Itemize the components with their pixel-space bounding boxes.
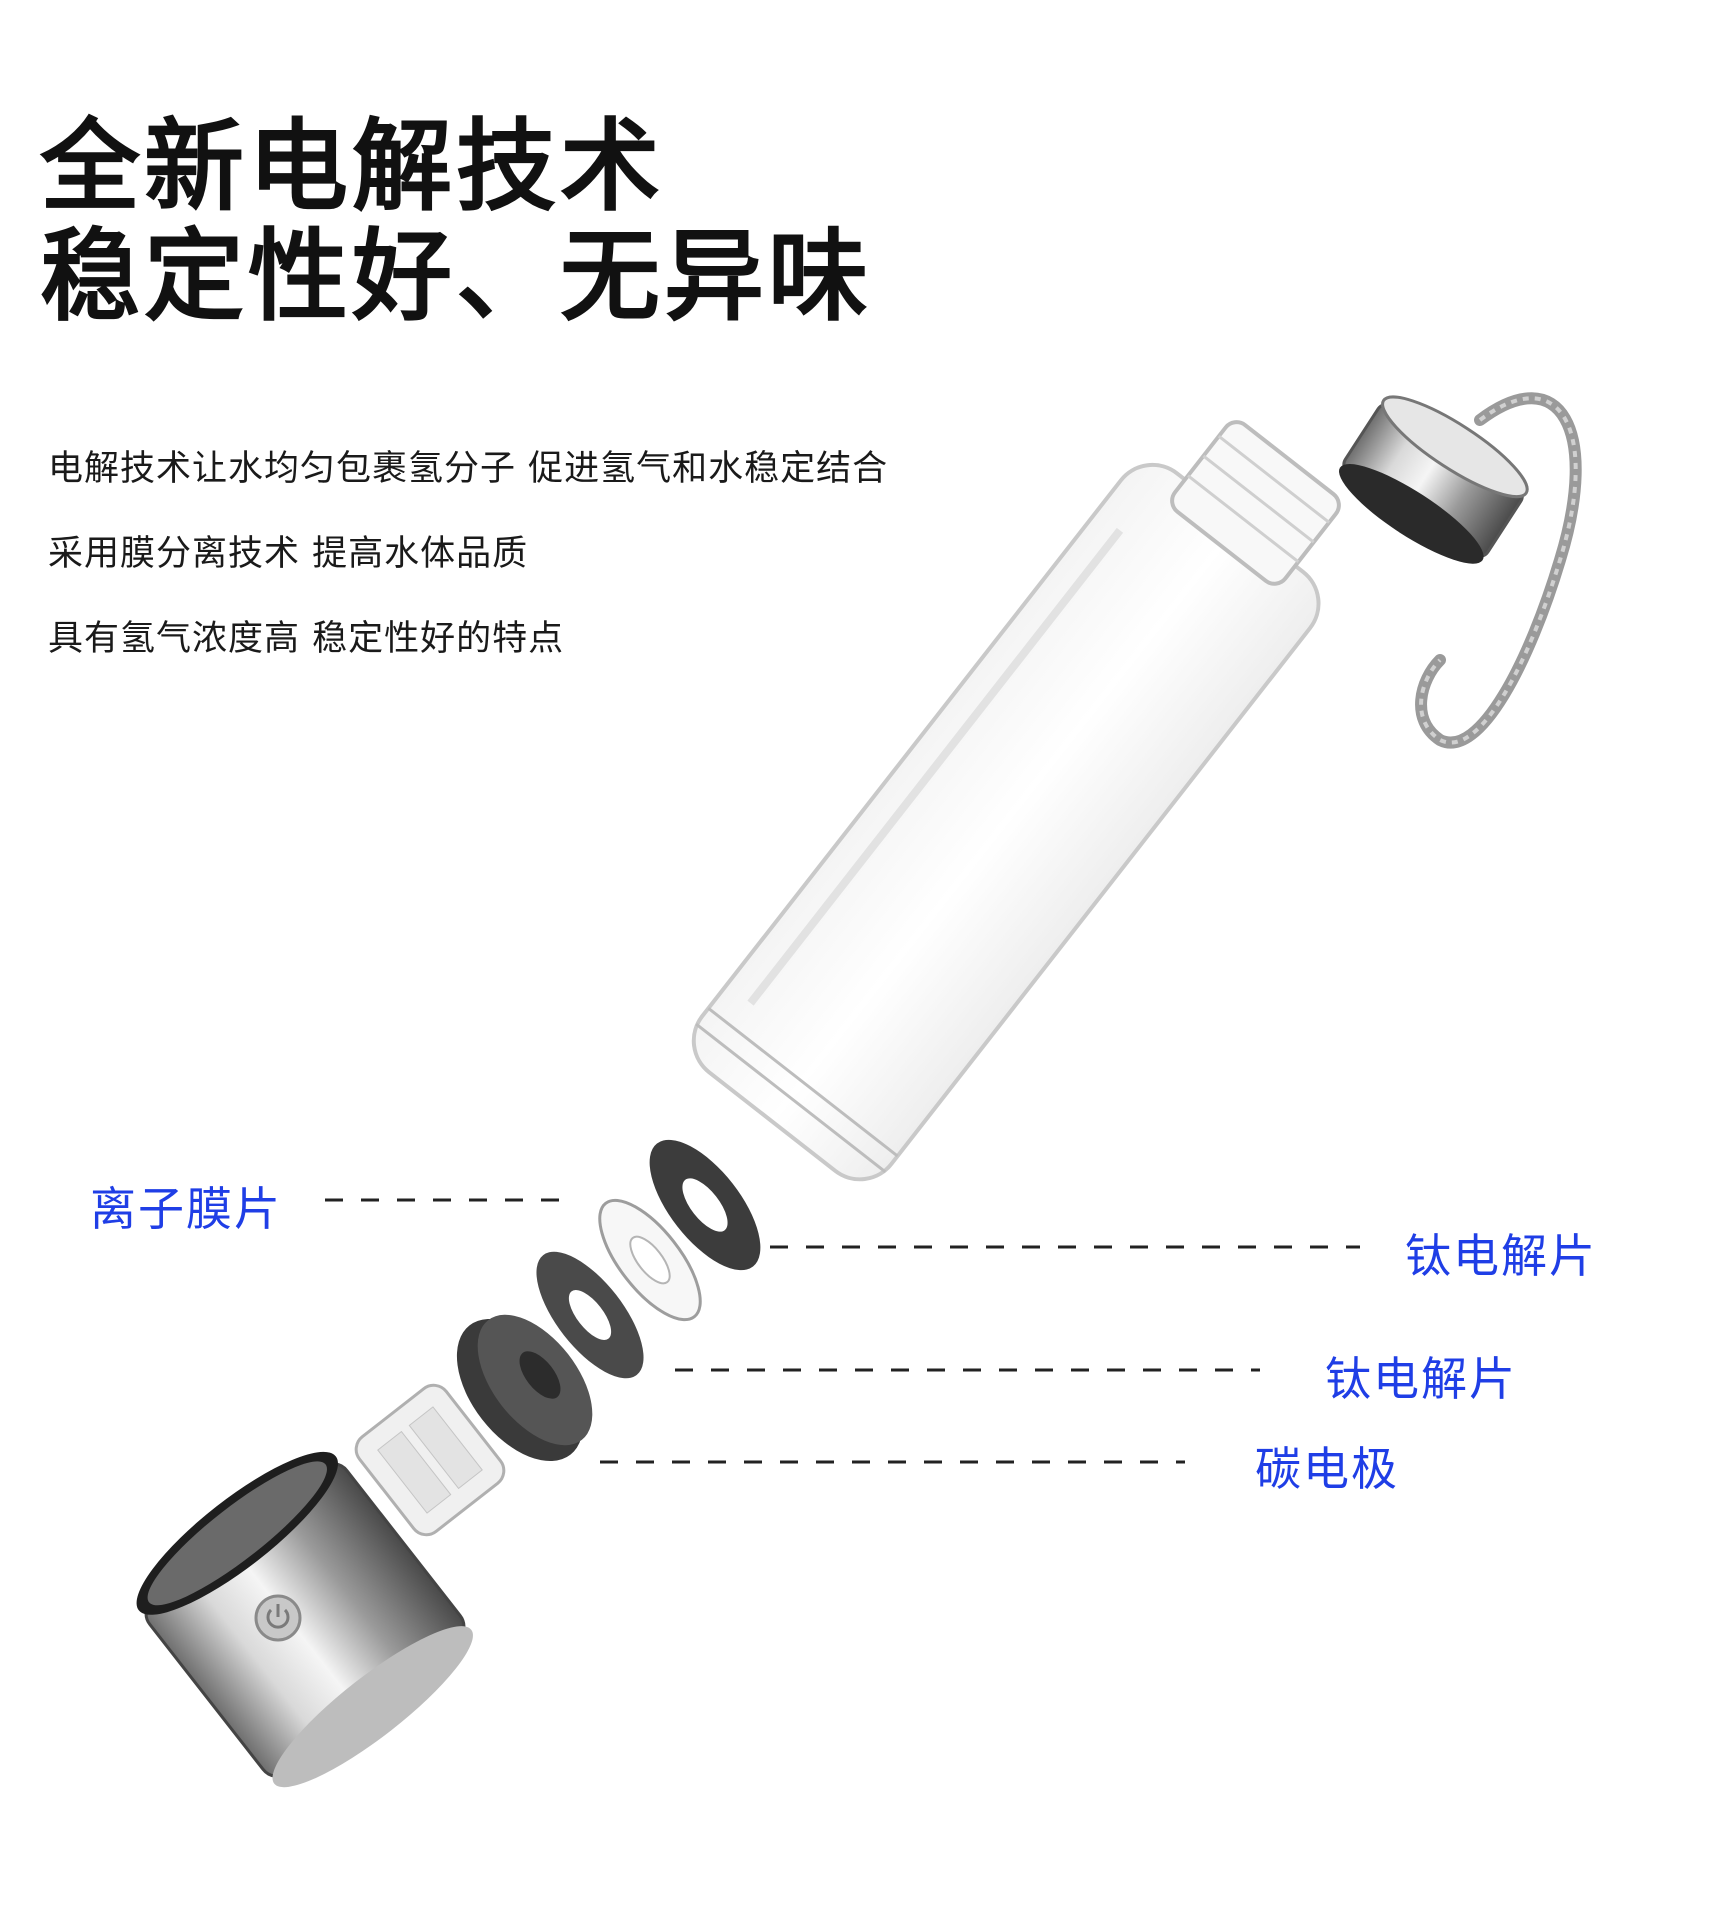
label-ion-membrane: 离子膜片 bbox=[90, 1182, 282, 1236]
clear-connector bbox=[354, 1383, 506, 1537]
label-titanium-plate-bottom: 钛电解片 bbox=[1325, 1352, 1517, 1406]
glass-bottle bbox=[691, 420, 1341, 1182]
feature-text-2: 采用膜分离技术 提高水体品质 bbox=[48, 534, 529, 574]
power-button-icon[interactable] bbox=[254, 1594, 302, 1642]
headline: 全新电解技术 稳定性好、无异味 bbox=[40, 112, 872, 332]
titanium-plate-top bbox=[649, 1139, 761, 1271]
carbon-electrode-disc bbox=[456, 1314, 593, 1462]
headline-line-1: 全新电解技术 bbox=[40, 108, 664, 225]
headline-line-2: 稳定性好、无异味 bbox=[40, 218, 872, 335]
label-titanium-plate-top: 钛电解片 bbox=[1405, 1229, 1597, 1283]
ion-membrane-disc bbox=[598, 1198, 702, 1322]
titanium-plate-bottom bbox=[536, 1251, 644, 1379]
feature-text-1: 电解技术让水均匀包裹氢分子 促进氢气和水稳定结合 bbox=[48, 449, 889, 489]
bottle-lid bbox=[1339, 395, 1529, 564]
steel-base bbox=[136, 1451, 473, 1788]
feature-text-3: 具有氢气浓度高 稳定性好的特点 bbox=[48, 619, 565, 659]
label-carbon-electrode: 碳电极 bbox=[1255, 1442, 1399, 1496]
